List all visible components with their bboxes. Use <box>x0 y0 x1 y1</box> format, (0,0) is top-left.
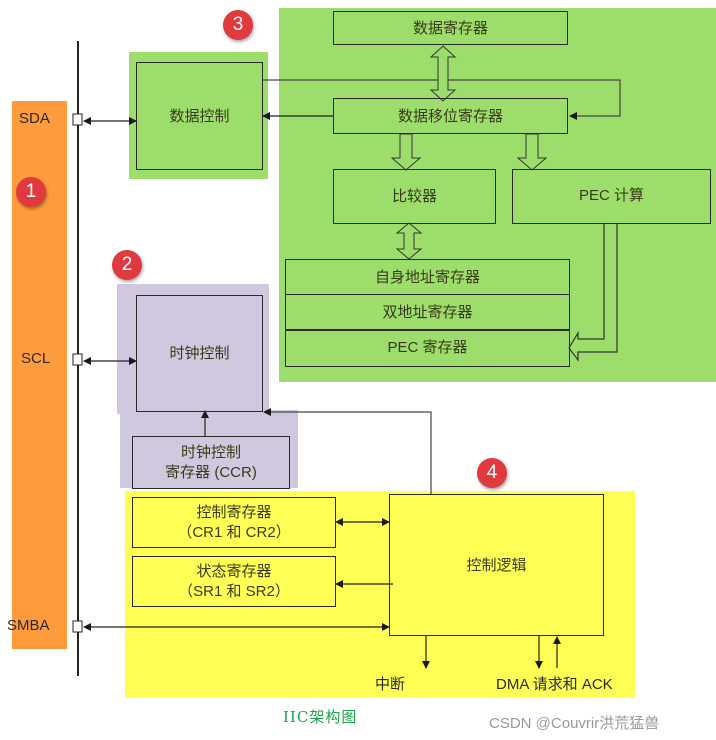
pec-calc-text: PEC 计算 <box>578 187 644 205</box>
clock-control-text: 时钟控制 <box>169 344 230 363</box>
shift-register-box: 数据移位寄存器 <box>333 98 568 134</box>
sda-pin-square <box>72 113 83 126</box>
control-register-box: 控制寄存器 （CR1 和 CR2） <box>132 497 336 548</box>
scl-pin-square <box>72 353 83 366</box>
clock-control-box: 时钟控制 <box>136 295 263 412</box>
dual-address-register-text: 双地址寄存器 <box>382 302 473 321</box>
scl-label: SCL <box>21 350 51 367</box>
control-logic-text: 控制逻辑 <box>466 555 527 574</box>
own-address-register-text: 自身地址寄存器 <box>374 267 480 286</box>
pec-register-box: PEC 寄存器 <box>285 330 570 367</box>
data-register-hollow-arrow <box>429 45 457 102</box>
interrupt-label: 中断 <box>375 675 406 693</box>
comparator-box: 比较器 <box>333 169 496 224</box>
ccr-text-line1: 时钟控制 <box>180 443 241 462</box>
pec-register-text: PEC 寄存器 <box>387 339 468 357</box>
data-control-text: 数据控制 <box>169 106 230 125</box>
badge-3: 3 <box>223 10 253 40</box>
status-register-text-line2: （SR1 和 SR2） <box>178 582 290 600</box>
pec-calc-to-register-hollow-arrow <box>568 224 618 362</box>
data-register-box: 数据寄存器 <box>333 11 568 45</box>
clock-zone-upper <box>117 284 269 414</box>
status-register-box: 状态寄存器 （SR1 和 SR2） <box>132 556 336 607</box>
data-register-text: 数据寄存器 <box>412 18 488 37</box>
shift-to-comparator-hollow-arrow <box>390 133 422 171</box>
smba-pin-square <box>72 620 83 633</box>
sda-label: SDA <box>19 110 50 127</box>
data-control-zone <box>129 52 268 179</box>
ccr-text-line2: 寄存器 (CCR) <box>165 463 257 481</box>
badge-2: 2 <box>112 250 142 280</box>
control-register-text-line1: 控制寄存器 <box>196 503 272 522</box>
comparator-text: 比较器 <box>391 187 437 206</box>
control-logic-box: 控制逻辑 <box>389 494 604 636</box>
smba-label: SMBA <box>7 617 50 634</box>
clock-zone-lower <box>120 410 298 488</box>
comparator-hollow-arrow <box>395 222 423 260</box>
shift-register-text: 数据移位寄存器 <box>397 106 503 125</box>
dma-label: DMA 请求和 ACK <box>496 676 613 693</box>
csdn-watermark: CSDN @Couvrir洪荒猛兽 <box>489 715 660 732</box>
diagram-caption: IIC架构图 <box>283 708 358 726</box>
data-path-zone <box>279 8 716 382</box>
data-control-box: 数据控制 <box>136 62 263 170</box>
shift-to-pec-hollow-arrow <box>516 133 548 171</box>
control-register-text-line2: （CR1 和 CR2） <box>177 523 291 541</box>
pec-calc-box: PEC 计算 <box>512 169 711 224</box>
status-register-text-line1: 状态寄存器 <box>196 562 272 581</box>
own-address-register-box: 自身地址寄存器 <box>285 259 570 295</box>
badge-1: 1 <box>16 177 46 207</box>
badge-4: 4 <box>477 458 507 488</box>
ccr-box: 时钟控制 寄存器 (CCR) <box>132 436 290 489</box>
logic-to-clock-line <box>263 408 432 494</box>
dual-address-register-box: 双地址寄存器 <box>285 294 570 330</box>
